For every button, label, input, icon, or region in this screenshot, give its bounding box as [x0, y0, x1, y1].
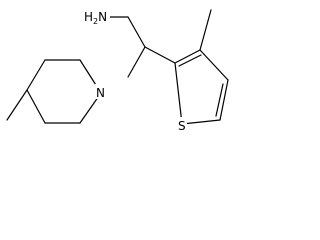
bond-ch-n	[127, 46, 146, 78]
amine-label: H2N	[84, 10, 107, 26]
nitrogen-label: N	[96, 86, 105, 100]
sulfur-label-bg	[177, 117, 187, 132]
nitrogen-label-bg	[95, 84, 106, 99]
amine-label-bg	[83, 9, 110, 24]
sulfur-label: S	[178, 119, 186, 133]
bond-ch2-ch	[127, 16, 146, 48]
thiophene-ring	[174, 49, 229, 125]
molecule-structure: H2N N S	[6, 9, 229, 133]
bond-ch-thiophene	[144, 46, 176, 64]
bond-thiophene-methyl	[199, 9, 212, 51]
bond-piperidine-methyl	[6, 89, 28, 121]
piperidine-ring	[26, 59, 102, 124]
